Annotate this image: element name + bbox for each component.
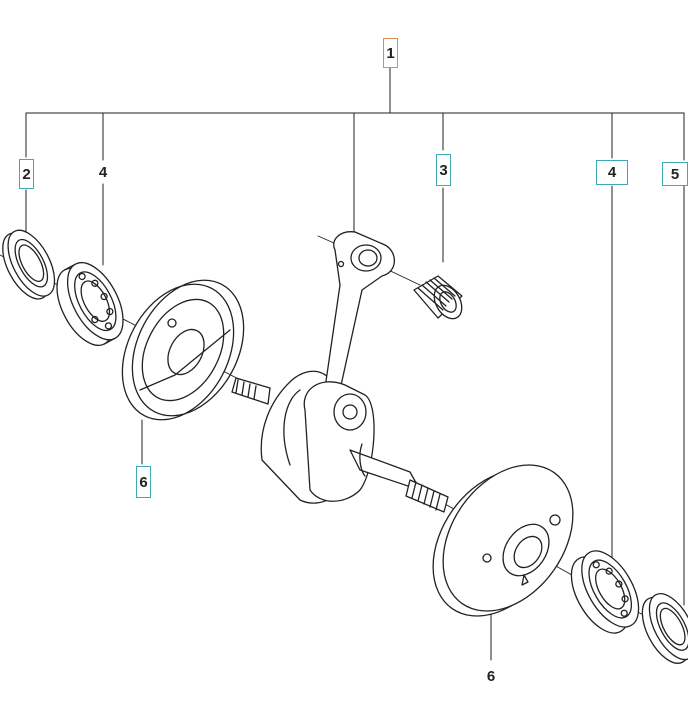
callout-assembly: 1 [383, 38, 398, 68]
bearing-left [56, 262, 124, 346]
callout-flywheel-right: 6 [486, 667, 496, 685]
needle-bearing [413, 275, 463, 320]
flywheel-left [121, 279, 245, 421]
callout-seal-left: 2 [19, 159, 34, 189]
seal-left [2, 229, 56, 300]
leader-lines [25, 67, 685, 661]
seal-right [641, 593, 688, 664]
crankshaft [231, 231, 449, 513]
bearing-right [570, 550, 640, 634]
callout-seal-right: 5 [662, 162, 688, 186]
flywheel-right [432, 464, 574, 617]
callout-bearing-right: 4 [596, 160, 628, 185]
callout-bearing-left: 4 [98, 163, 108, 181]
callout-flywheel-left: 6 [136, 466, 151, 498]
callout-needle-bearing: 3 [436, 154, 451, 186]
